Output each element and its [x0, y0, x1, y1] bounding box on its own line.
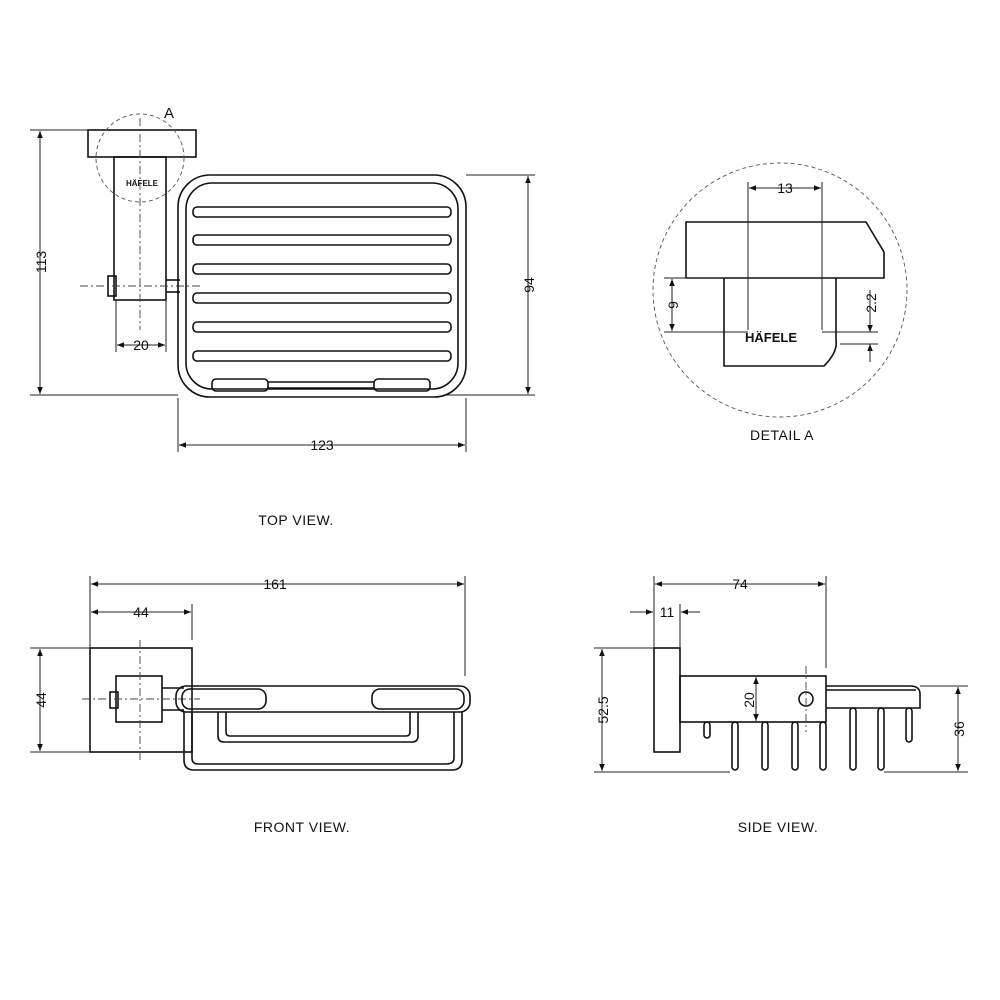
detail-a-marker-label: A: [164, 105, 174, 122]
detail-caption: DETAIL A: [750, 427, 814, 443]
dim-113: 113: [33, 251, 49, 274]
side-basket-rail: [826, 685, 921, 709]
dim-11: 11: [660, 604, 675, 620]
front-set-screw: [109, 691, 119, 709]
basket-frame-inner: [185, 182, 459, 390]
dim-94: 94: [521, 277, 537, 293]
detail-flange: [685, 221, 885, 279]
detail-circle: [652, 162, 908, 418]
front-arm-section: [115, 675, 163, 723]
front-basket-body: [183, 712, 463, 771]
detail-a: HÄFELE 13 9 2.2 DETAIL A: [652, 162, 908, 443]
basket-bars: [192, 206, 452, 362]
side-arm: [679, 675, 827, 723]
front-view-caption: FRONT VIEW.: [254, 819, 350, 835]
dim-44-height: 44: [33, 692, 49, 708]
dim-20: 20: [133, 337, 149, 353]
dim-20-side: 20: [741, 692, 757, 708]
front-wall-flange: [89, 647, 193, 753]
dim-2-2: 2.2: [863, 293, 879, 313]
side-view: 74 11 52.5 20 36 SIDE VIEW.: [594, 576, 968, 835]
side-basket-pins: [703, 707, 913, 771]
dim-52-5: 52.5: [595, 696, 611, 723]
top-view: A HÄFELE 113: [30, 105, 537, 528]
dim-13: 13: [777, 180, 793, 196]
wall-flange: [87, 129, 197, 158]
side-wall-flange: [653, 647, 681, 753]
dim-161: 161: [263, 576, 287, 592]
detail-brand-logo: HÄFELE: [745, 330, 797, 345]
side-view-caption: SIDE VIEW.: [738, 819, 818, 835]
dim-9: 9: [665, 301, 681, 309]
dim-44-width: 44: [133, 604, 149, 620]
front-handle: [217, 712, 419, 743]
top-view-caption: TOP VIEW.: [258, 512, 334, 528]
front-view: 161 44 44 FRONT VIEW.: [30, 576, 471, 835]
dim-36: 36: [951, 721, 967, 737]
brand-logo: HÄFELE: [126, 179, 159, 188]
basket-frame-outer: [177, 174, 467, 398]
dim-123: 123: [310, 437, 334, 453]
dim-74: 74: [732, 576, 748, 592]
detail-arm: [723, 278, 838, 367]
front-top-rail: [175, 685, 471, 713]
detail-a-marker-circle: [95, 113, 185, 203]
